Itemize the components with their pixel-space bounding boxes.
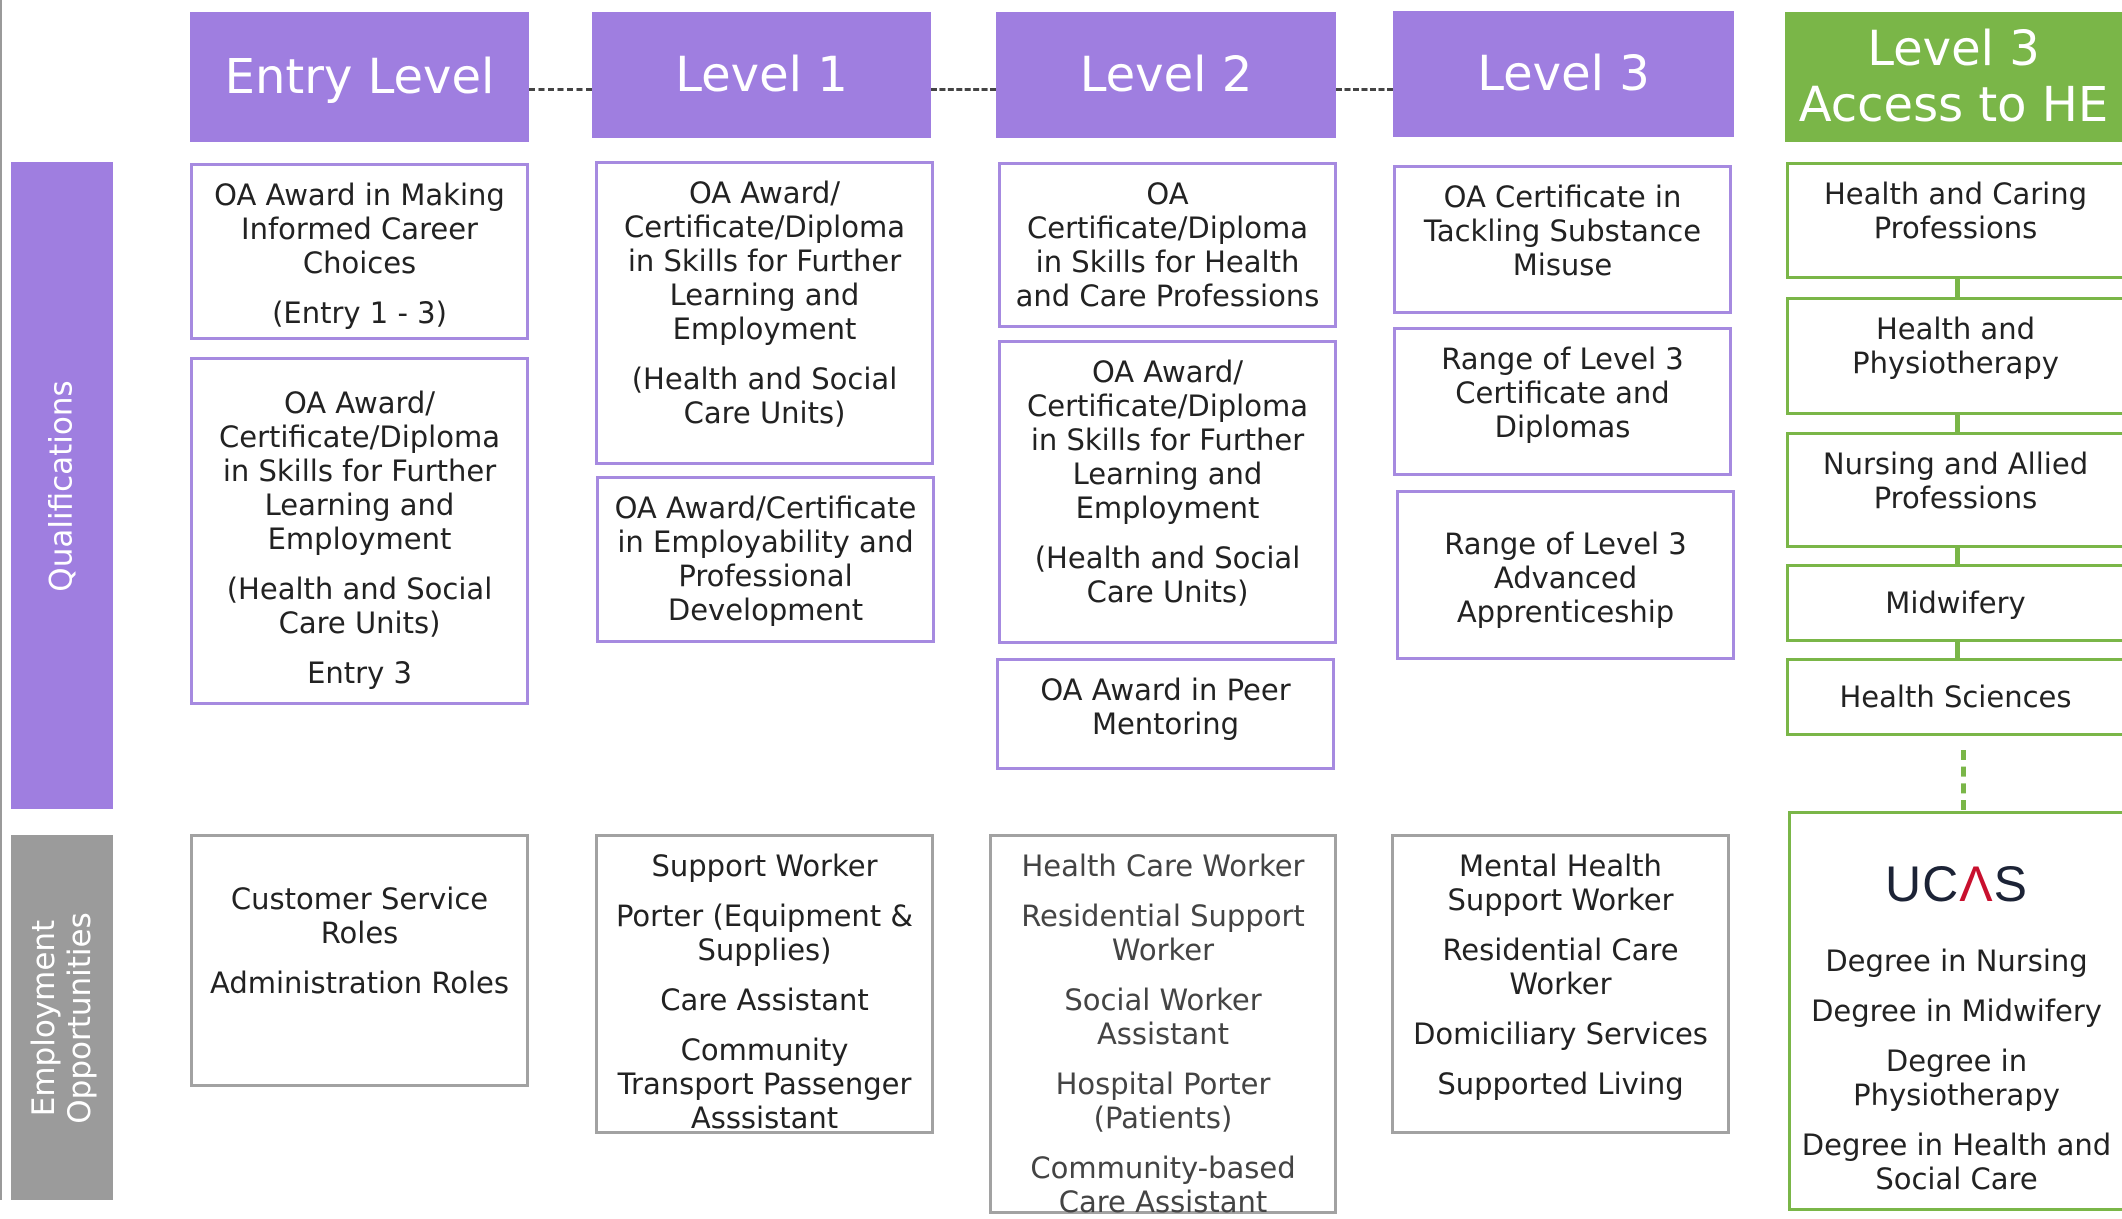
header-access-to-he-label: Level 3 Access to HE	[1798, 21, 2109, 133]
qualification-box: OA Award in Peer Mentoring	[996, 658, 1335, 770]
qualification-title: OA Award/ Certificate/Diploma in Skills …	[623, 176, 906, 346]
header-entry-level: Entry Level	[190, 12, 529, 142]
degree-item: Degree in Nursing	[1825, 944, 2088, 978]
access-course-title: Health and Physiotherapy	[1852, 312, 2059, 380]
qualification-box: OA Award/ Certificate/Diploma in Skills …	[190, 357, 529, 705]
degree-item: Degree in Health and Social Care	[1801, 1128, 2112, 1196]
qualification-note: (Health and Social Care Units)	[631, 362, 898, 430]
connector-dashed-line	[1961, 750, 1966, 810]
degree-item: Degree in Physiotherapy	[1853, 1044, 2060, 1112]
employment-box: Support Worker Porter (Equipment & Suppl…	[595, 834, 934, 1135]
qualification-title: OA Award in Peer Mentoring	[1040, 673, 1291, 741]
left-border-line	[0, 0, 2, 1200]
qualification-box: OA Award/ Certificate/Diploma in Skills …	[595, 161, 934, 465]
university-degrees-box: UCΛS Degree in Nursing Degree in Midwife…	[1788, 811, 2122, 1211]
header-level-2-label: Level 2	[1079, 47, 1253, 103]
employment-role: Care Assistant	[660, 983, 869, 1017]
header-entry-level-label: Entry Level	[224, 49, 495, 105]
header-access-to-he: Level 3 Access to HE	[1785, 12, 2122, 142]
connector-dashed-line	[529, 88, 592, 91]
qualification-note: Entry 3	[307, 656, 412, 690]
employment-sidebar: Employment Opportunities	[11, 835, 113, 1200]
qualification-box: Range of Level 3 Certificate and Diploma…	[1393, 327, 1732, 476]
employment-role: Support Worker	[651, 849, 878, 883]
employment-role: Domiciliary Services	[1413, 1017, 1708, 1051]
qualification-note: (Health and Social Care Units)	[1034, 541, 1301, 609]
employment-role: Community-based Care Assistant	[1030, 1151, 1296, 1219]
access-course-box: Health Sciences	[1786, 658, 2122, 736]
qualifications-sidebar-label: Qualifications	[44, 379, 80, 592]
employment-role: Hospital Porter (Patients)	[1055, 1067, 1271, 1135]
header-level-3-label: Level 3	[1477, 46, 1650, 102]
qualification-box: OA Certificate in Tackling Substance Mis…	[1393, 165, 1732, 314]
qualification-note: (Entry 1 - 3)	[272, 296, 447, 330]
qualifications-sidebar: Qualifications	[11, 162, 113, 809]
qualification-box: OA Certificate/Diploma in Skills for Hea…	[998, 162, 1337, 328]
access-course-box: Health and Caring Professions	[1786, 162, 2122, 279]
qualification-title: OA Award in Making Informed Career Choic…	[214, 178, 505, 280]
qualification-box: OA Award/ Certificate/Diploma in Skills …	[998, 340, 1337, 644]
employment-role: Mental Health Support Worker	[1447, 849, 1674, 917]
access-course-title: Health and Caring Professions	[1823, 177, 2087, 245]
access-course-box: Midwifery	[1786, 564, 2122, 642]
header-level-1: Level 1	[592, 12, 931, 138]
employment-box: Customer Service Roles Administration Ro…	[190, 834, 529, 1087]
employment-role: Administration Roles	[209, 965, 510, 1000]
connector-line	[1955, 546, 1960, 566]
ucas-logo: UCΛS	[1885, 856, 2028, 912]
connector-dashed-line	[1336, 88, 1393, 91]
header-level-2: Level 2	[996, 12, 1336, 138]
connector-dashed-line	[931, 88, 996, 91]
employment-role: Health Care Worker	[1021, 849, 1305, 883]
qualification-title: Range of Level 3 Certificate and Diploma…	[1441, 342, 1684, 444]
employment-role: Porter (Equipment & Supplies)	[615, 899, 914, 967]
connector-line	[1955, 640, 1960, 660]
access-course-title: Midwifery	[1885, 586, 2026, 620]
access-course-box: Nursing and Allied Professions	[1786, 432, 2122, 548]
qualification-box: OA Award/Certificate in Employability an…	[596, 476, 935, 643]
header-level-3: Level 3	[1393, 11, 1734, 137]
employment-role: Social Worker Assistant	[1064, 983, 1262, 1051]
employment-box: Health Care Worker Residential Support W…	[989, 834, 1337, 1219]
qualification-title: OA Award/ Certificate/Diploma in Skills …	[1026, 355, 1309, 525]
access-course-box: Health and Physiotherapy	[1786, 297, 2122, 415]
access-course-title: Nursing and Allied Professions	[1822, 447, 2089, 515]
qualification-note: (Health and Social Care Units)	[226, 572, 493, 640]
employment-role: Supported Living	[1437, 1067, 1684, 1101]
connector-line	[1955, 278, 1960, 298]
qualification-title: OA Award/ Certificate/Diploma in Skills …	[218, 386, 501, 556]
connector-line	[1955, 414, 1960, 434]
employment-role: Residential Care Worker	[1442, 933, 1679, 1001]
employment-role: Community Transport Passenger Asssistant	[617, 1033, 912, 1135]
employment-role: Customer Service Roles	[230, 881, 489, 950]
employment-sidebar-label: Employment Opportunities	[26, 911, 99, 1124]
qualification-title: OA Certificate/Diploma in Skills for Hea…	[1015, 177, 1320, 313]
qualification-title: OA Award/Certificate in Employability an…	[614, 491, 917, 627]
qualification-title: Range of Level 3 Advanced Apprenticeship	[1444, 527, 1687, 629]
qualification-box: Range of Level 3 Advanced Apprenticeship	[1396, 490, 1735, 660]
access-course-title: Health Sciences	[1839, 680, 2072, 714]
employment-role: Residential Support Worker	[1021, 899, 1305, 967]
qualification-box: OA Award in Making Informed Career Choic…	[190, 163, 529, 340]
employment-box: Mental Health Support Worker Residential…	[1391, 834, 1730, 1134]
qualification-title: OA Certificate in Tackling Substance Mis…	[1423, 180, 1702, 282]
degree-item: Degree in Midwifery	[1811, 994, 2102, 1028]
header-level-1-label: Level 1	[675, 47, 848, 103]
